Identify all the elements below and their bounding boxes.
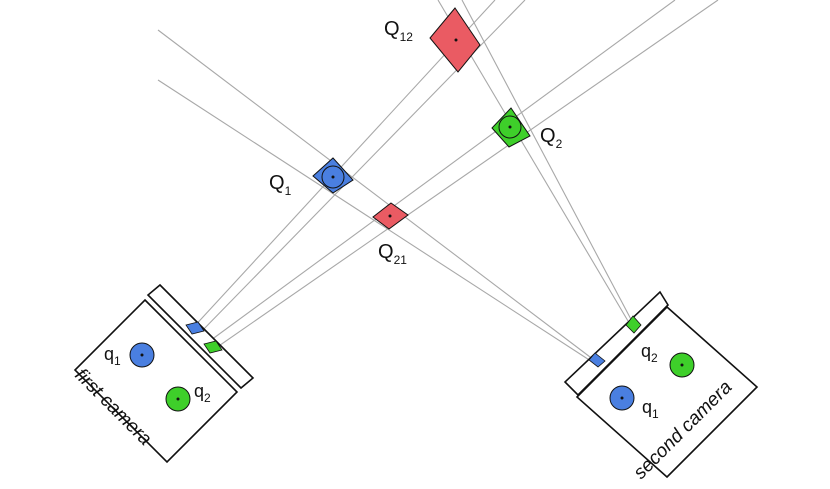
point-dot (140, 353, 144, 357)
first-camera: q1 q2 first camera (70, 283, 255, 464)
point-dot (331, 175, 335, 179)
point-Q1 (312, 157, 354, 194)
first-camera-image-plane (146, 283, 255, 390)
second-camera-body (575, 305, 759, 479)
second-camera: q2 q1 second camera (563, 290, 759, 484)
label-Q12: Q12 (384, 18, 413, 44)
second-camera-pixel-q1 (588, 352, 606, 368)
first-camera-pixel-q1 (185, 321, 205, 335)
first-camera-pixel-q2 (203, 340, 223, 354)
label-Q21: Q21 (378, 241, 407, 267)
second-camera-pixel-q2 (625, 315, 642, 334)
reconstruction-regions (312, 7, 531, 230)
first-camera-body (73, 298, 239, 464)
label-Q1: Q1 (269, 172, 292, 198)
point-dot (388, 214, 392, 218)
label-Q2: Q2 (540, 125, 563, 151)
first-camera-q2-label: q2 (194, 381, 211, 405)
second-camera-q2-label: q2 (641, 341, 658, 365)
ray-second-camera-q1-a (157, 29, 595, 361)
second-camera-q1-label: q1 (642, 397, 659, 421)
point-dot (680, 363, 684, 367)
point-dot (176, 397, 180, 401)
point-dot (620, 396, 624, 400)
point-Q21 (372, 202, 409, 230)
ray-second-camera-q1-b (157, 79, 598, 366)
ray-first-camera-q2-a (206, 0, 676, 344)
point-dot (508, 125, 512, 129)
point-Q2 (491, 107, 531, 148)
viewing-rays (157, 0, 719, 366)
point-Q12 (429, 7, 481, 73)
ray-second-camera-q2-b (461, 0, 635, 326)
point-dot (454, 38, 458, 42)
ray-first-camera-q2-b (212, 0, 719, 351)
first-camera-q1-label: q1 (104, 344, 121, 368)
